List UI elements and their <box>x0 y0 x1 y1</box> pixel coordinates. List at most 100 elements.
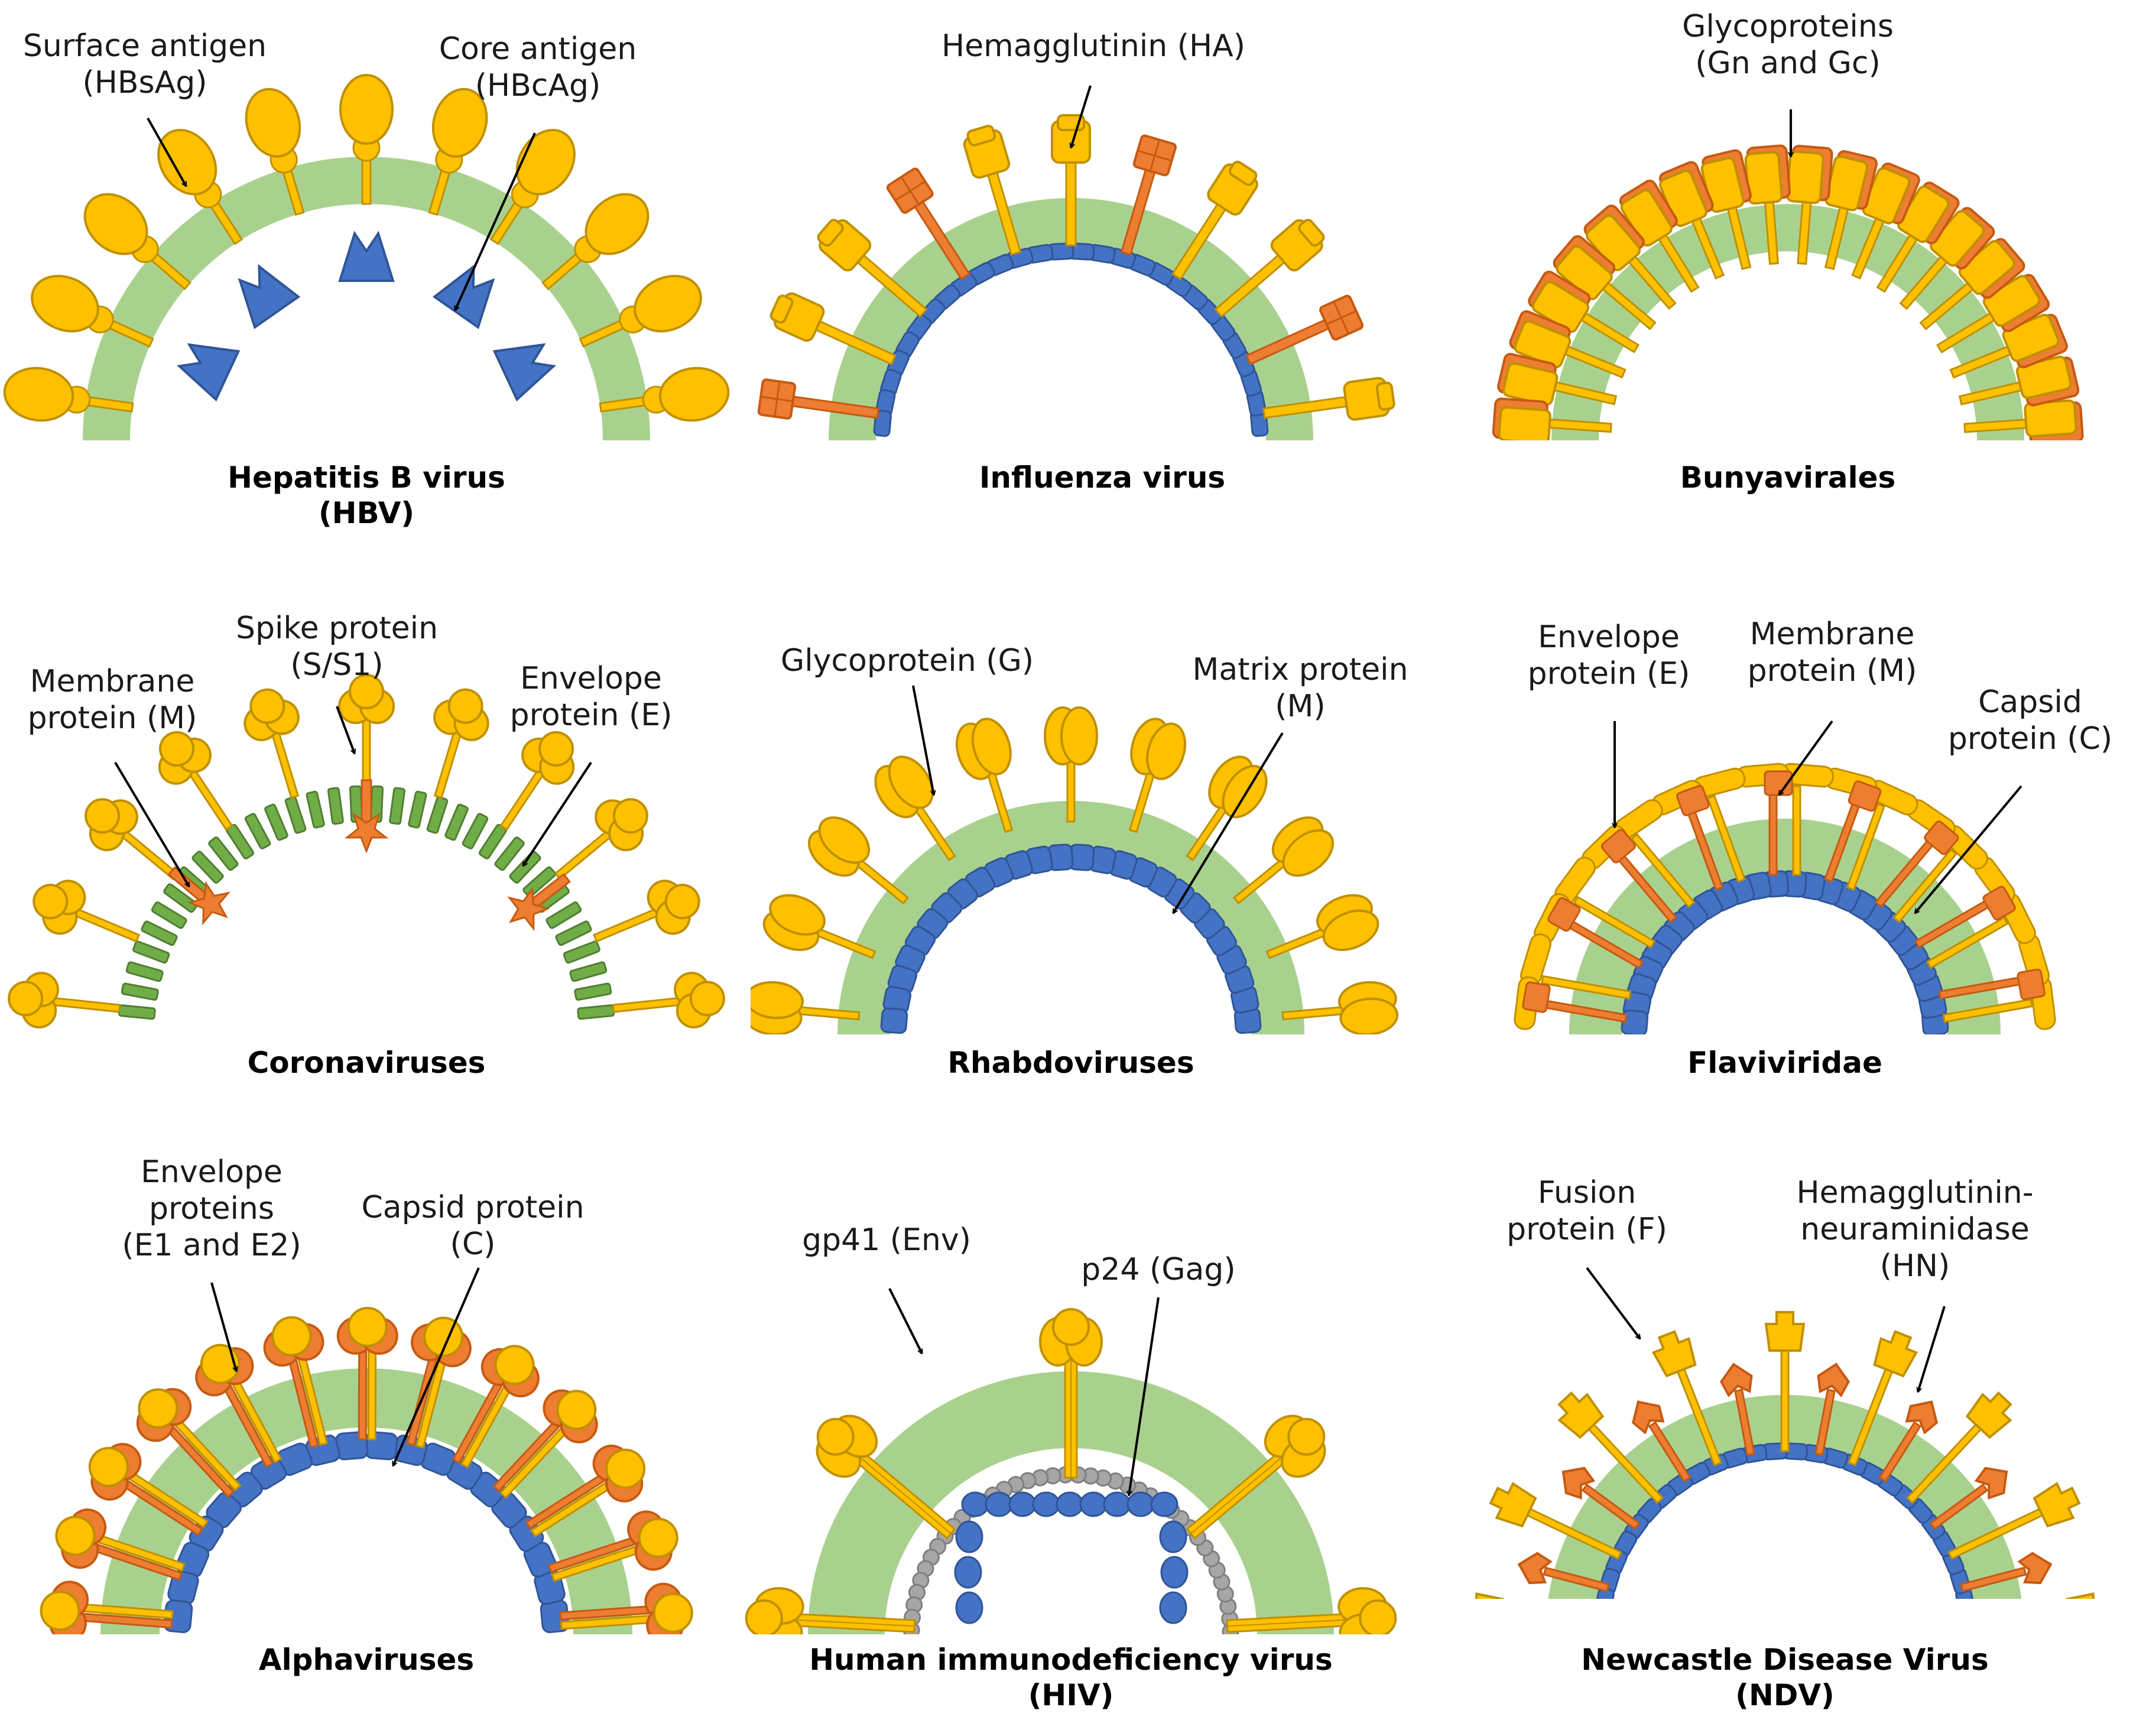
matrix-segment <box>1593 1609 1611 1634</box>
membrane-protein-m <box>141 920 178 946</box>
glycoprotein-g <box>1186 755 1268 861</box>
hemagglutinin <box>817 219 928 318</box>
panel-title: Bunyavirales <box>1680 460 1896 495</box>
fusion-protein-f <box>1651 1330 1722 1466</box>
spike-protein <box>612 972 725 1028</box>
membrane-protein-m <box>462 813 489 849</box>
hemagglutinin-arrow <box>1071 85 1092 148</box>
glycoprotein-gn-gc <box>1492 397 1612 440</box>
envelope-protein-e1-e2 <box>492 1389 598 1499</box>
membrane-protein-arrow <box>1779 720 1833 795</box>
surface-antigen <box>579 274 702 348</box>
annotation-label: Capsid <box>1978 684 2082 720</box>
annotation-label: (M) <box>1275 689 1325 724</box>
glycoprotein-gn-gc <box>1919 238 2025 330</box>
panel-title: Coronaviruses <box>248 1046 486 1080</box>
fusion-protein-arrow <box>1586 1267 1640 1339</box>
glycoprotein-gn-gc <box>1700 149 1752 270</box>
matrix-segment <box>873 410 892 437</box>
membrane-protein-m <box>284 796 307 834</box>
envelope-protein-e1-e2 <box>263 1316 329 1449</box>
fusion-protein-f <box>1764 1311 1806 1452</box>
annotation-label: Hemagglutinin (HA) <box>941 28 1245 64</box>
hemagglutinin <box>1262 377 1395 421</box>
surface-antigen <box>245 87 305 216</box>
p24-capsid-bead <box>1056 1491 1084 1517</box>
glycoprotein-gn-gc <box>1528 270 1640 353</box>
p24-capsid-bead <box>1150 1491 1178 1517</box>
annotation-label: Glycoprotein (G) <box>781 643 1034 679</box>
hemagglutinin <box>770 292 897 365</box>
glycoprotein-gn-gc <box>1553 235 1657 330</box>
panel-title: Flaviviridae <box>1687 1046 1882 1080</box>
surface-antigen <box>3 366 134 422</box>
membrane-protein-m <box>1938 968 2046 1023</box>
membrane-protein-m <box>132 940 170 964</box>
membrane-protein-m <box>163 883 198 913</box>
fusion-protein-f <box>1557 1391 1664 1504</box>
membrane-protein-m <box>264 803 288 841</box>
annotation-label: Fusion <box>1538 1175 1636 1211</box>
annotation-label: (HN) <box>1880 1248 1950 1284</box>
spike-protein <box>8 972 121 1028</box>
panel-bunyavirales: Glycoproteins(Gn and Gc)Bunyavirales <box>1492 9 2084 495</box>
fusion-protein-f <box>1489 1482 1622 1560</box>
membrane-protein-m <box>555 920 592 946</box>
membrane-protein-m <box>1547 895 1656 969</box>
gp41-envelope-protein <box>1039 1308 1103 1479</box>
hemagglutinin-neuraminidase <box>1561 1466 1641 1530</box>
membrane-protein-m <box>118 1004 156 1020</box>
glycoprotein-gn-gc <box>1963 399 2084 440</box>
hemagglutinin-neuraminidase <box>1929 1466 2008 1530</box>
neuraminidase <box>1120 134 1177 256</box>
hn-arrow <box>1918 1306 1946 1392</box>
annotation-label: Envelope <box>141 1154 283 1190</box>
annotation-label: Hemagglutinin- <box>1797 1175 2034 1211</box>
glycoprotein-gn-gc <box>1899 207 1995 310</box>
p24-capsid-bead <box>1160 1556 1189 1589</box>
p24-capsid-bead <box>1008 1491 1037 1517</box>
envelope-protein-e1-e2 <box>548 1510 678 1582</box>
envelope-protein-e1-e2 <box>559 1582 693 1634</box>
spike-protein <box>85 798 179 881</box>
hemagglutinin-neuraminidase <box>1960 1552 2053 1592</box>
panel-title: Alphaviruses <box>259 1643 474 1677</box>
glycoprotein-g <box>874 755 956 861</box>
glycoprotein-gn-gc <box>1497 353 1618 406</box>
membrane-protein-m <box>577 1004 615 1020</box>
p24-capsid-bead <box>1079 1491 1108 1517</box>
annotation-label: Surface antigen <box>23 28 267 64</box>
surface-antigen <box>157 129 244 245</box>
hemagglutinin-neuraminidase <box>1517 1552 1610 1592</box>
neuraminidase <box>886 167 971 281</box>
surface-antigen <box>489 129 576 245</box>
annotation-label: Membrane <box>30 664 195 699</box>
annotation-label: Core antigen <box>439 31 637 67</box>
membrane-protein-m <box>574 982 612 1001</box>
glycoprotein-gn-gc <box>1958 355 2080 407</box>
spike-protein <box>33 880 141 943</box>
annotation-label: protein (F) <box>1507 1212 1667 1247</box>
fusion-protein-f <box>1905 1391 2012 1504</box>
panel-title: (HBV) <box>319 496 414 530</box>
envelope-membrane <box>1551 204 2024 440</box>
panel-hbv: Surface antigen(HBsAg)Core antigen(HBcAg… <box>3 28 730 530</box>
core-antigen <box>492 343 557 402</box>
gp41-envelope-protein <box>745 1587 916 1634</box>
envelope-protein-e <box>167 866 231 926</box>
hemagglutinin <box>1171 160 1258 281</box>
membrane-protein-m <box>426 796 449 834</box>
spike-protein <box>554 798 648 881</box>
p24-arrow <box>1129 1297 1160 1495</box>
gp41-envelope-protein <box>1226 1587 1397 1634</box>
fusion-protein-f <box>2065 1592 2108 1599</box>
fusion-protein-f <box>1848 1330 1918 1466</box>
hemagglutinin-neuraminidase <box>1631 1400 1692 1483</box>
neuraminidase <box>757 378 880 420</box>
membrane-protein-m <box>208 836 239 871</box>
glycoprotein-gn-gc <box>1619 179 1700 293</box>
surface-antigen <box>428 87 488 216</box>
